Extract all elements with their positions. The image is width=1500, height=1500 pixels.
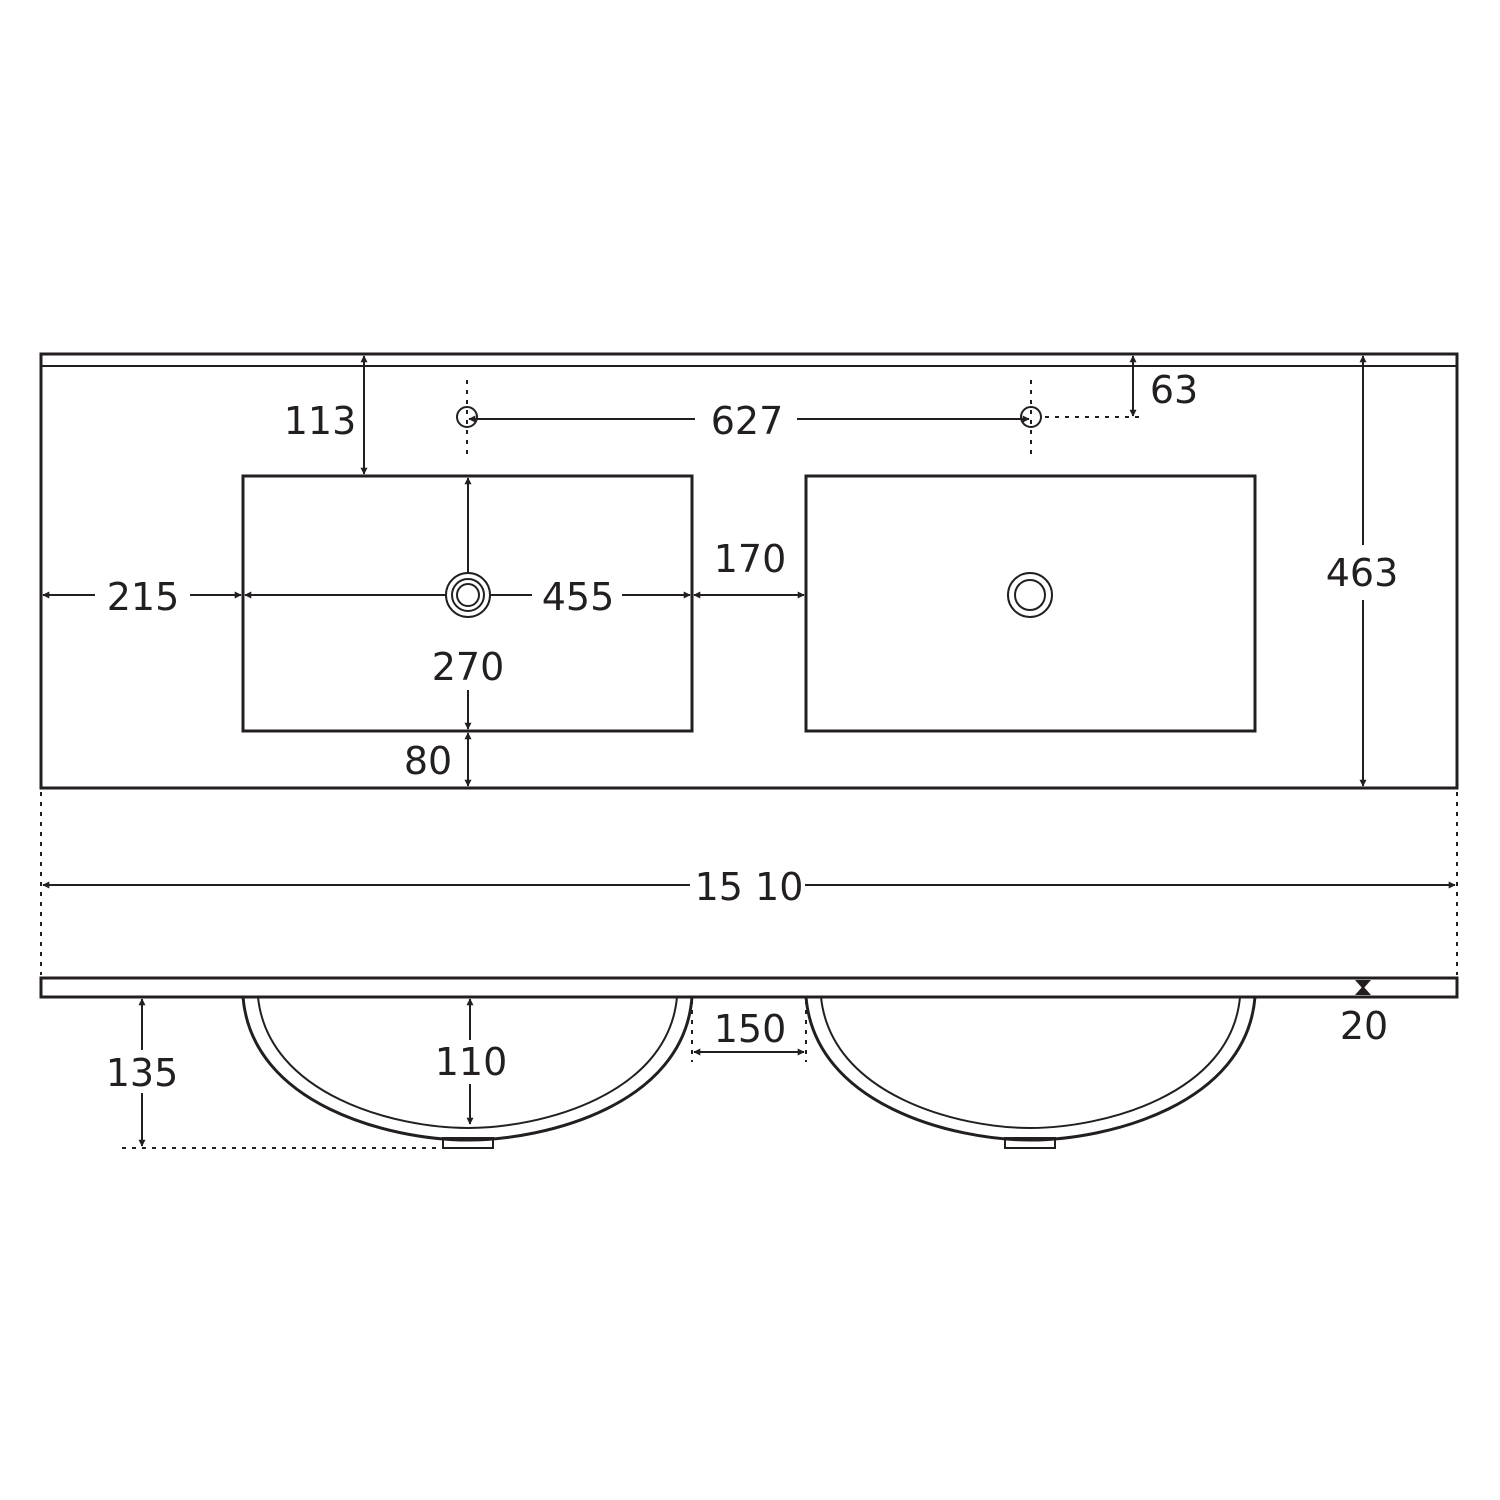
- plan-view: 113 627 63 215 455 170 270 80 463: [39, 352, 1459, 790]
- front-elevation: 135 110 150 20: [39, 976, 1459, 1149]
- countertop-outline: [39, 352, 1459, 790]
- dimension-arrow-20-top: [1355, 980, 1371, 989]
- dimension-label-80: 80: [404, 739, 452, 783]
- dimension-label-135: 135: [106, 1051, 179, 1095]
- dimension-label-215: 215: [107, 575, 180, 619]
- dimension-label-270: 270: [432, 645, 505, 689]
- dimension-label-455: 455: [542, 575, 615, 619]
- dimension-label-63: 63: [1150, 368, 1198, 412]
- dimension-label-150: 150: [714, 1007, 787, 1051]
- right-drain-icon: [1007, 572, 1053, 618]
- countertop-slab: [39, 976, 1459, 999]
- left-tap-hole-icon: [456, 380, 478, 460]
- right-tap-hole-icon: [1020, 380, 1145, 458]
- dimension-label-463: 463: [1326, 551, 1399, 595]
- dimension-label-1510: 15 10: [695, 865, 804, 909]
- right-bowl-profile: [804, 996, 1257, 1149]
- dimension-label-110: 110: [435, 1040, 508, 1084]
- left-basin-outline: [241, 474, 694, 733]
- overall-width-dimension: 15 10: [40, 792, 1458, 975]
- left-drain-icon: [445, 572, 491, 618]
- left-bowl-profile: [241, 996, 694, 1149]
- dimension-label-170: 170: [714, 537, 787, 581]
- dimension-label-113: 113: [284, 399, 357, 443]
- dimension-label-627: 627: [711, 399, 784, 443]
- dimension-label-20: 20: [1340, 1004, 1388, 1048]
- right-basin-outline: [804, 474, 1257, 733]
- dimension-arrow-20-bottom: [1355, 986, 1371, 995]
